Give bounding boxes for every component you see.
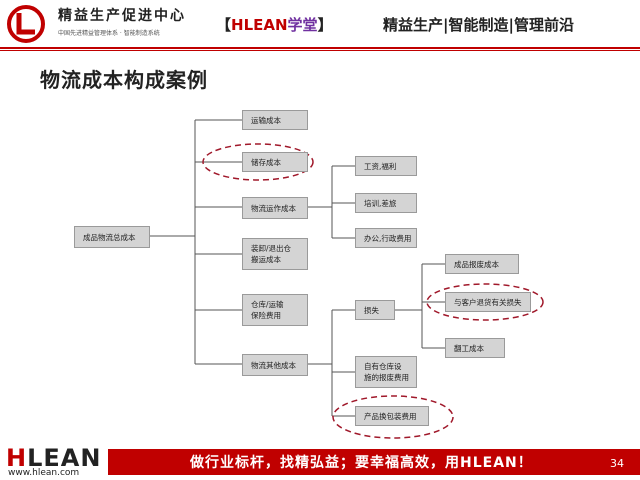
footer-logo-h: H <box>6 444 28 472</box>
footer-logo: HLEAN <box>6 444 101 472</box>
connector-lines <box>150 119 544 439</box>
node-rework: 翻工成本 <box>445 338 505 358</box>
node-loss: 损失 <box>355 300 395 320</box>
logo-icon <box>7 5 45 43</box>
node-return-loss: 与客户退货有关损失 <box>445 292 531 312</box>
footer-url: www.hlean.com <box>8 468 80 478</box>
node-transport-cost: 运输成本 <box>242 110 308 130</box>
header-divider-thin <box>0 50 640 51</box>
footer: HLEAN www.hlean.com 做行业标杆，找精弘益；要幸福高效，用HL… <box>0 444 640 480</box>
brand-close-bracket: 】 <box>317 16 333 34</box>
node-logistics-ops-cost: 物流运作成本 <box>242 197 308 219</box>
cost-tree-diagram: 成品物流总成本 运输成本 储存成本 物流运作成本 装卸/退出仓 搬运成本 仓库/… <box>70 104 570 444</box>
node-product-scrap: 成品报废成本 <box>445 254 519 274</box>
footer-slogan: 做行业标杆，找精弘益；要幸福高效，用HLEAN！ <box>190 455 533 471</box>
header: 精益生产促进中心 中国先进精益管理体系 · 智能制造系统 【HLEAN学堂】 精… <box>0 0 640 52</box>
node-other-cost: 物流其他成本 <box>242 354 308 376</box>
node-handling-cost: 装卸/退出仓 搬运成本 <box>242 238 308 270</box>
page-title: 物流成本构成案例 <box>40 68 208 92</box>
page-number: 34 <box>610 457 624 470</box>
brand-open-bracket: 【 <box>216 16 232 34</box>
org-name: 精益生产促进中心 <box>58 8 186 24</box>
node-storage-cost: 储存成本 <box>242 152 308 172</box>
org-subtitle: 中国先进精益管理体系 · 智能制造系统 <box>58 30 160 37</box>
header-tagline: 精益生产|智能制造|管理前沿 <box>383 16 574 34</box>
node-office-admin: 办公,行政费用 <box>355 228 417 248</box>
node-warehouse-scrap: 自有仓库设 施的报废费用 <box>355 356 417 388</box>
footer-logo-lean: LEAN <box>27 444 102 472</box>
footer-banner: 做行业标杆，找精弘益；要幸福高效，用HLEAN！ 34 <box>108 449 640 475</box>
brand-school: 学堂 <box>287 16 318 34</box>
node-insurance-cost: 仓库/运输 保险费用 <box>242 294 308 326</box>
node-repackaging: 产品换包装费用 <box>355 406 429 426</box>
node-training: 培训,差旅 <box>355 193 417 213</box>
brand-lean: LEAN <box>243 16 288 34</box>
root-node: 成品物流总成本 <box>74 226 150 248</box>
brand-label: 【HLEAN学堂】 <box>216 14 333 35</box>
header-divider <box>0 47 640 49</box>
node-wages: 工资,福利 <box>355 156 417 176</box>
brand-h: H <box>231 16 244 34</box>
